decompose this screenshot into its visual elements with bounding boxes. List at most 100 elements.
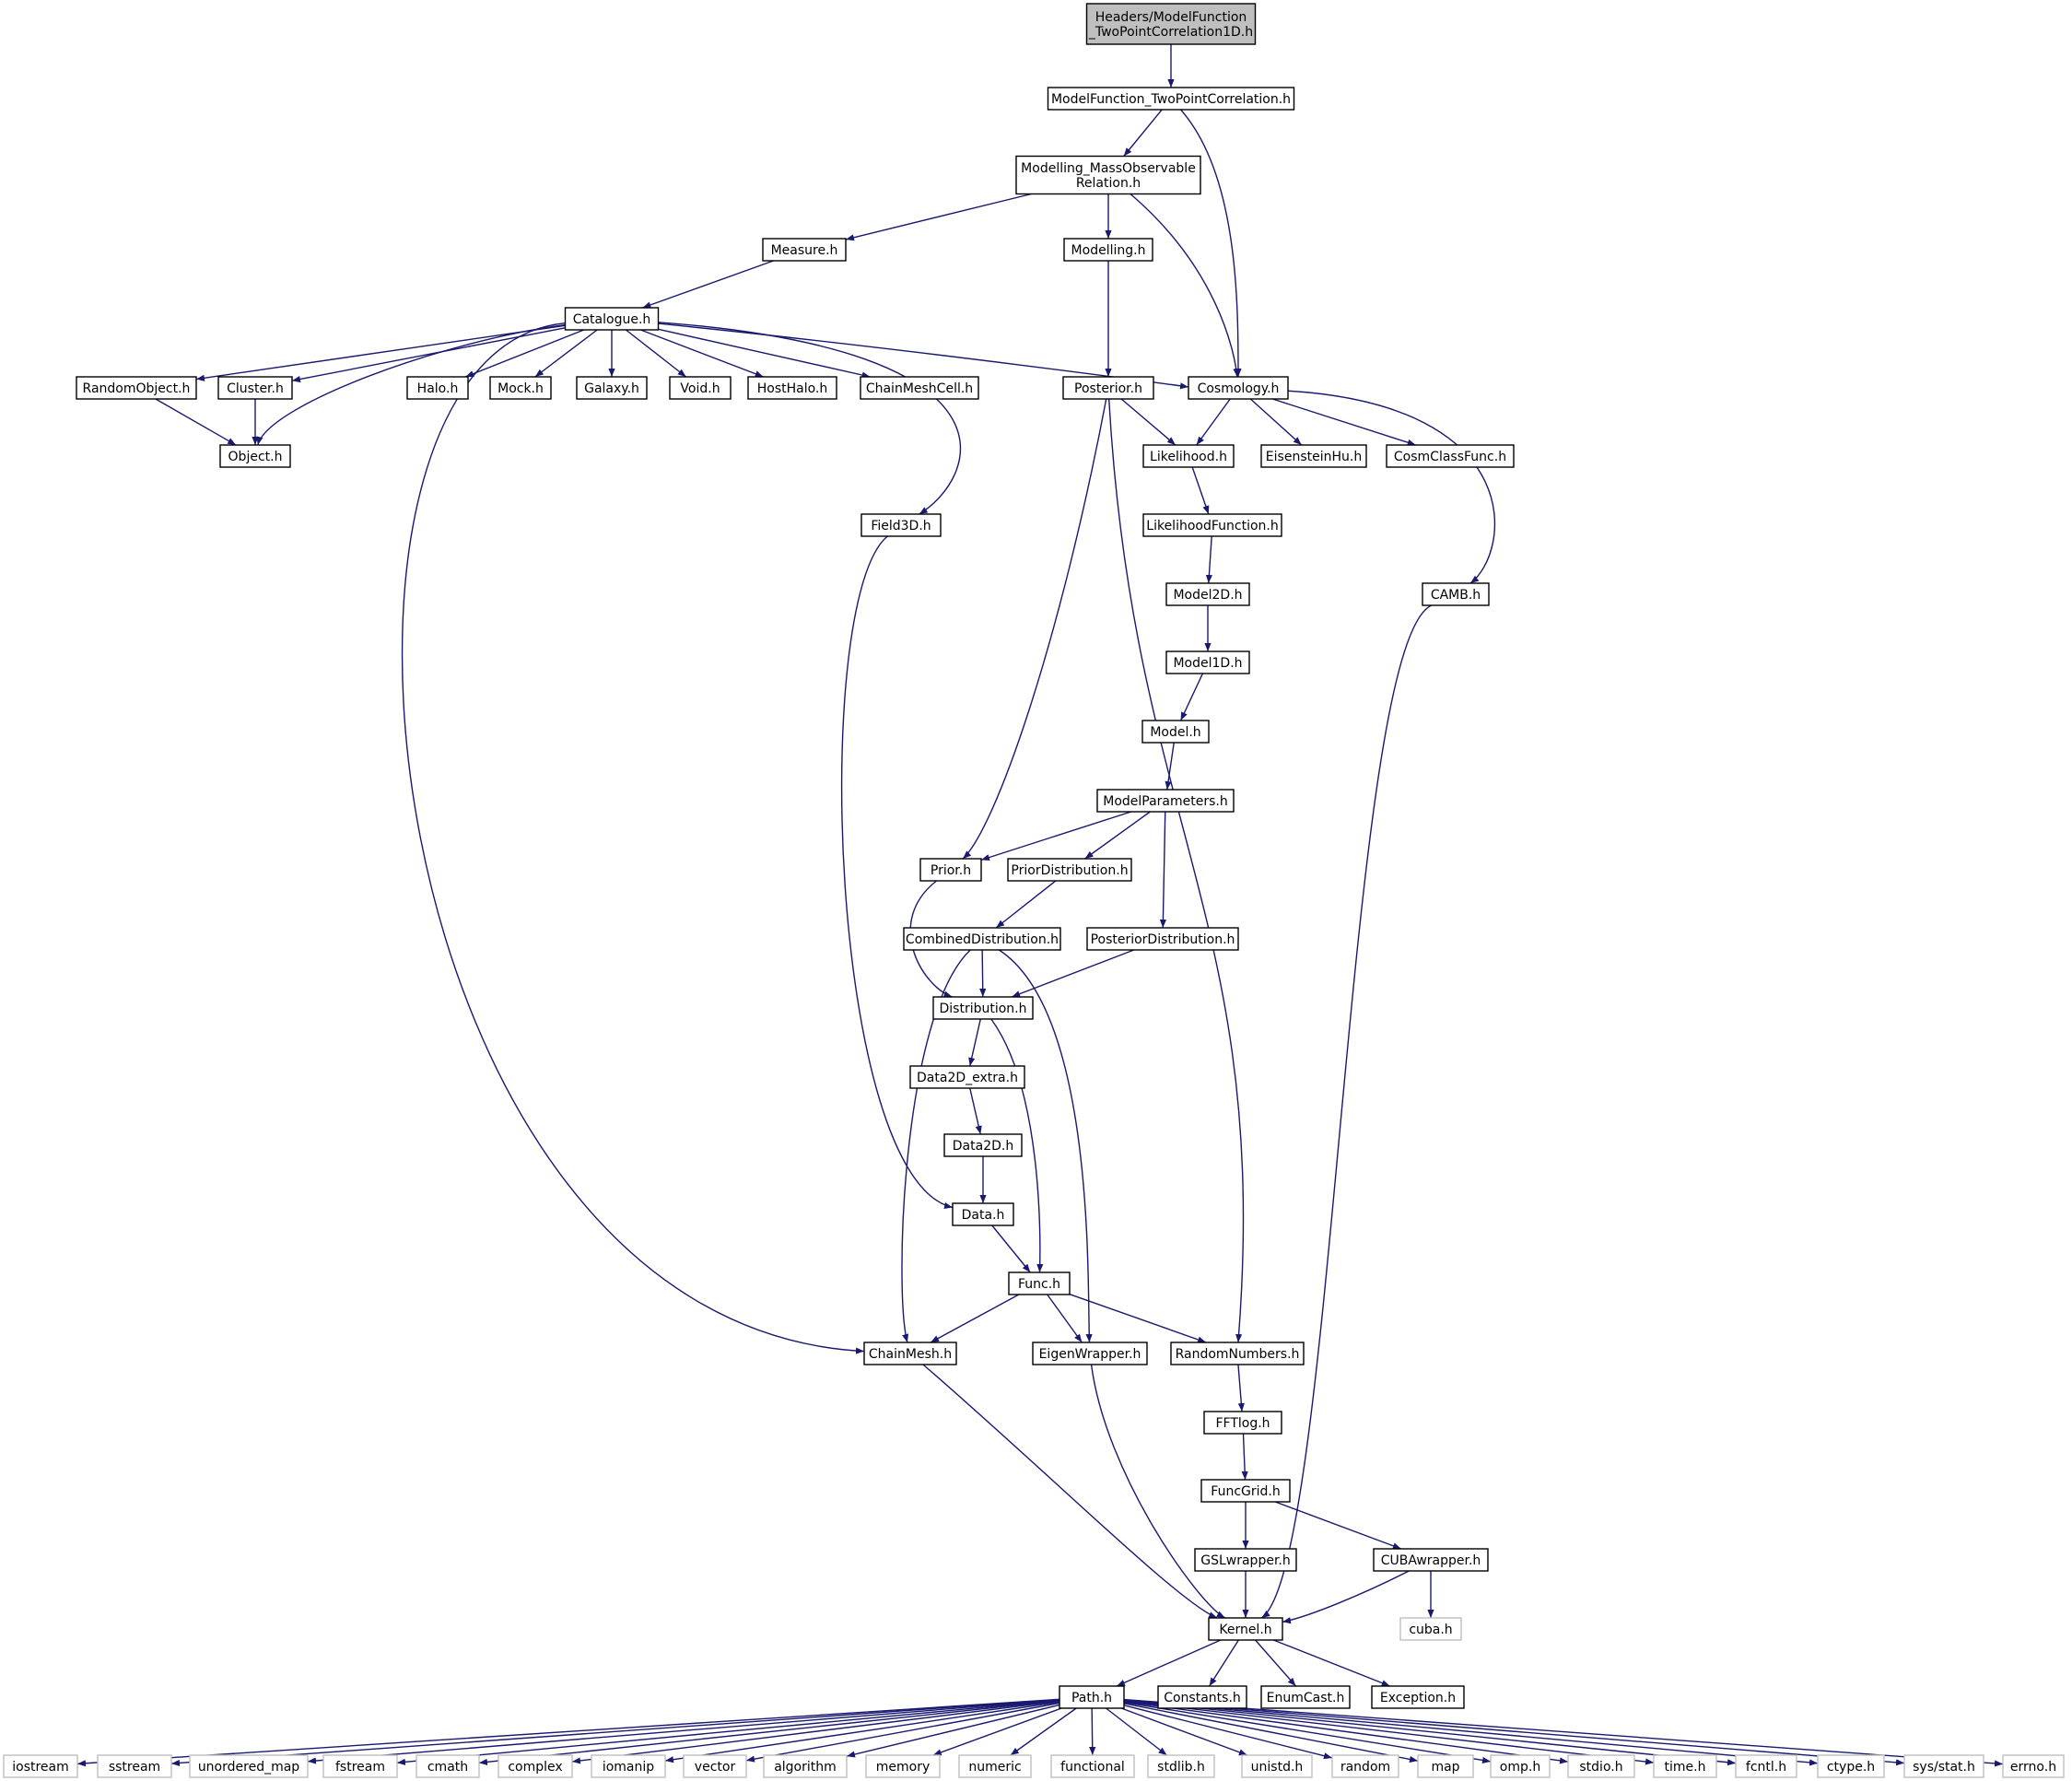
header-node-likelihood[interactable]: Likelihood.h xyxy=(1142,444,1235,468)
header-node-measure[interactable]: Measure.h xyxy=(762,238,847,262)
header-node-field3d[interactable]: Field3D.h xyxy=(860,513,942,537)
header-node-model2d[interactable]: Model2D.h xyxy=(1165,582,1250,606)
dependency-edge-path-to-random xyxy=(1123,1705,1333,1760)
header-node-distribution[interactable]: Distribution.h xyxy=(932,996,1034,1020)
header-node-numeric: numeric xyxy=(958,1754,1032,1778)
header-node-root[interactable]: Headers/ModelFunction_TwoPointCorrelatio… xyxy=(1085,3,1257,45)
header-node-gslwrapper[interactable]: GSLwrapper.h xyxy=(1194,1548,1297,1572)
header-node-likelihoodfunction[interactable]: LikelihoodFunction.h xyxy=(1142,513,1282,537)
header-node-randomnumbers[interactable]: RandomNumbers.h xyxy=(1170,1342,1305,1365)
header-node-randomobject[interactable]: RandomObject.h xyxy=(76,376,197,400)
node-label: iomanip xyxy=(603,1760,654,1775)
header-node-model1d[interactable]: Model1D.h xyxy=(1165,650,1250,674)
header-node-modelling[interactable]: Modelling.h xyxy=(1063,238,1153,262)
dependency-edge-func-to-eigenwrapper xyxy=(1047,1294,1083,1343)
header-node-catalogue[interactable]: Catalogue.h xyxy=(564,307,660,331)
node-label: Prior.h xyxy=(931,863,971,878)
node-label: errno.h xyxy=(2010,1760,2056,1775)
dependency-edge-combineddistribution-to-chainmesh xyxy=(901,949,971,1343)
header-node-funcgrid[interactable]: FuncGrid.h xyxy=(1200,1479,1291,1503)
node-label: CombinedDistribution.h xyxy=(906,932,1059,947)
header-node-data[interactable]: Data.h xyxy=(952,1202,1014,1226)
header-node-chainmesh[interactable]: ChainMesh.h xyxy=(863,1342,957,1365)
header-node-object[interactable]: Object.h xyxy=(219,444,291,468)
header-node-posterior[interactable]: Posterior.h xyxy=(1062,376,1154,400)
header-node-priordistribution[interactable]: PriorDistribution.h xyxy=(1007,858,1132,882)
node-label: Likelihood.h xyxy=(1150,450,1227,464)
header-node-camb[interactable]: CAMB.h xyxy=(1422,582,1490,606)
header-node-combineddistribution[interactable]: CombinedDistribution.h xyxy=(903,927,1061,951)
dependency-edge-combineddistribution-to-distribution xyxy=(979,949,987,998)
dependency-edge-catalogue-to-halo xyxy=(464,329,585,378)
header-node-modelparameters[interactable]: ModelParameters.h xyxy=(1096,789,1235,813)
header-node-sysstat: sys/stat.h xyxy=(1903,1754,1984,1778)
node-label: iostream xyxy=(12,1760,69,1775)
header-node-func[interactable]: Func.h xyxy=(1008,1271,1071,1295)
node-label: omp.h xyxy=(1500,1760,1540,1775)
dependency-edge-kernel-to-enumcast xyxy=(1255,1639,1296,1687)
header-node-algorithm: algorithm xyxy=(763,1754,848,1778)
dependency-edge-path-to-stdio xyxy=(1123,1701,1569,1764)
dependency-edge-cosmology-to-camb xyxy=(1287,390,1496,584)
dependency-edge-path-to-functional xyxy=(1089,1707,1096,1756)
header-node-void[interactable]: Void.h xyxy=(669,376,732,400)
node-label: stdio.h xyxy=(1579,1760,1622,1775)
dependency-edge-catalogue-to-chainmesh xyxy=(402,322,865,1354)
node-label: cuba.h xyxy=(1409,1623,1452,1637)
header-node-cosmclassfunc[interactable]: CosmClassFunc.h xyxy=(1386,444,1515,468)
node-label: Catalogue.h xyxy=(573,312,651,327)
header-node-fftlog[interactable]: FFTlog.h xyxy=(1203,1411,1282,1435)
dependency-edge-distribution-to-data2dextra xyxy=(968,1018,981,1067)
header-node-omp: omp.h xyxy=(1490,1754,1551,1778)
header-node-exception[interactable]: Exception.h xyxy=(1371,1685,1465,1709)
header-node-enumcast[interactable]: EnumCast.h xyxy=(1260,1685,1351,1709)
dependency-edge-randomobject-to-object xyxy=(155,398,237,446)
dependency-edge-path-to-memory xyxy=(932,1707,1062,1756)
header-node-time: time.h xyxy=(1653,1754,1717,1778)
header-node-constants[interactable]: Constants.h xyxy=(1157,1685,1247,1709)
header-node-halo[interactable]: Halo.h xyxy=(406,376,469,400)
node-label: Func.h xyxy=(1018,1277,1060,1292)
node-label: CosmClassFunc.h xyxy=(1394,450,1506,464)
node-label: RandomNumbers.h xyxy=(1176,1347,1300,1362)
dependency-edge-cosmology-to-likelihood xyxy=(1196,398,1231,446)
node-label: GSLwrapper.h xyxy=(1200,1553,1291,1568)
header-node-hosthalo[interactable]: HostHalo.h xyxy=(747,376,837,400)
dependency-edge-data-to-func xyxy=(991,1224,1031,1273)
dependency-edge-catalogue-to-mock xyxy=(534,329,598,378)
node-label: fstream xyxy=(335,1760,385,1775)
header-node-cosmology[interactable]: Cosmology.h xyxy=(1188,376,1289,400)
dependency-edge-field3d-to-data xyxy=(840,535,954,1209)
header-node-cubawrapper[interactable]: CUBAwrapper.h xyxy=(1373,1548,1489,1572)
header-node-posteriordistribution[interactable]: PosteriorDistribution.h xyxy=(1086,927,1239,951)
header-node-eigenwrapper[interactable]: EigenWrapper.h xyxy=(1032,1342,1148,1365)
header-node-path[interactable]: Path.h xyxy=(1059,1685,1125,1709)
dependency-edge-likelihood-to-likelihoodfunction xyxy=(1191,466,1210,515)
node-label: EnumCast.h xyxy=(1267,1691,1345,1705)
header-node-data2dextra[interactable]: Data2D_extra.h xyxy=(909,1065,1025,1089)
header-node-mftpc[interactable]: ModelFunction_TwoPointCorrelation.h xyxy=(1047,87,1295,111)
header-node-galaxy[interactable]: Galaxy.h xyxy=(576,376,648,400)
dependency-edge-fftlog-to-funcgrid xyxy=(1241,1433,1248,1481)
header-node-kernel[interactable]: Kernel.h xyxy=(1208,1617,1283,1641)
dependency-edge-posteriordistribution-to-distribution xyxy=(1011,949,1135,998)
dependency-edge-mmor-to-measure xyxy=(845,193,1032,241)
dependency-edge-distribution-to-func xyxy=(990,1018,1044,1273)
header-node-prior[interactable]: Prior.h xyxy=(919,858,982,882)
node-label: Data2D.h xyxy=(953,1139,1013,1154)
node-label: Galaxy.h xyxy=(584,381,639,396)
header-node-model[interactable]: Model.h xyxy=(1141,720,1210,744)
header-node-cluster[interactable]: Cluster.h xyxy=(217,376,293,400)
header-node-chainmeshcell[interactable]: ChainMeshCell.h xyxy=(860,376,979,400)
dependency-edge-path-to-unistd xyxy=(1120,1707,1248,1756)
node-label: Object.h xyxy=(228,450,283,464)
header-node-eisensteinhu[interactable]: EisensteinHu.h xyxy=(1260,444,1367,468)
node-label: Void.h xyxy=(680,381,720,396)
node-label: Data.h xyxy=(962,1208,1005,1223)
header-node-unordered_map: unordered_map xyxy=(189,1754,309,1778)
header-node-data2d[interactable]: Data2D.h xyxy=(943,1133,1023,1157)
header-node-functional: functional xyxy=(1050,1754,1135,1778)
header-node-mock[interactable]: Mock.h xyxy=(489,376,552,400)
